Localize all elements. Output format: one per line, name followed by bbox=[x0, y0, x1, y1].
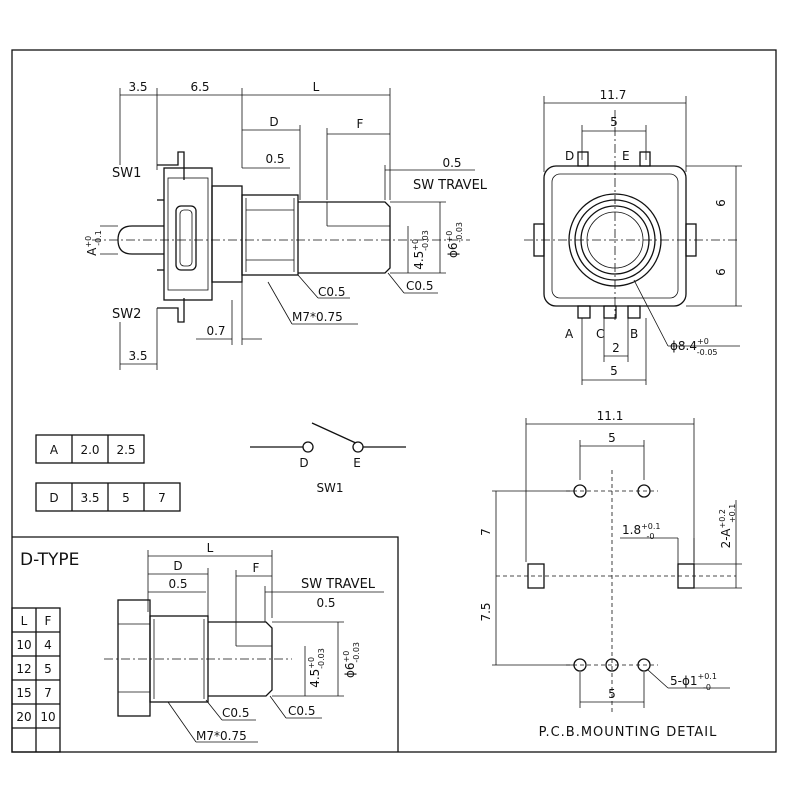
switch-body bbox=[163, 167, 213, 301]
switch-label: SW1 bbox=[316, 481, 343, 495]
dtype-frame bbox=[12, 536, 399, 752]
pcb-caption: P.C.B.MOUNTING DETAIL bbox=[539, 725, 718, 740]
sw-travel-label: SW TRAVEL bbox=[413, 178, 488, 193]
dtype-dim-D: D bbox=[173, 559, 182, 573]
dim-0-5-a: 0.5 bbox=[265, 152, 284, 166]
table-a-cell-2: 2.5 bbox=[116, 443, 135, 457]
pin-D-rect bbox=[577, 151, 589, 167]
drawing-border bbox=[11, 49, 777, 753]
dtype-section: D-TYPE L F 10 4 12 5 15 7 20 10 L D F 0.… bbox=[11, 541, 384, 753]
pin-A: A bbox=[565, 327, 574, 341]
lf-row-2-F: 7 bbox=[44, 686, 52, 700]
dim-3-5-bot: 3.5 bbox=[128, 349, 147, 363]
dtype-m7: M7*0.75 bbox=[196, 729, 247, 743]
dtype-dim-dia-6: ɸ6+0-0.03 bbox=[342, 642, 361, 678]
switch-pin-D: D bbox=[299, 456, 308, 470]
dim-L: L bbox=[313, 80, 320, 94]
pcb-dim-7-5: 7.5 bbox=[479, 602, 493, 621]
pcb-holes: 5-ɸ1+0.1-0 bbox=[670, 672, 717, 692]
lf-row-3-L: 20 bbox=[16, 710, 31, 724]
pin-B-rect bbox=[627, 305, 641, 319]
c05-a: C0.5 bbox=[318, 285, 345, 299]
dtype-dim-0-5-a: 0.5 bbox=[168, 577, 187, 591]
sw2-label: SW2 bbox=[112, 307, 141, 322]
c05-b: C0.5 bbox=[406, 279, 433, 293]
sw1-label: SW1 bbox=[112, 166, 141, 181]
dtype-title: D-TYPE bbox=[20, 550, 79, 570]
side-view: 3.5 6.5 L D F 0.5 0.5 SW TRAVEL SW1 SW2 bbox=[84, 80, 488, 370]
table-a-cell-1: 2.0 bbox=[80, 443, 99, 457]
pcb-dim-5-bot: 5 bbox=[608, 687, 616, 701]
table-d-cell-3: 7 bbox=[158, 491, 166, 505]
pcb-detail: 11.1 5 7 7.5 1.8+0.1-0 2- bbox=[479, 409, 742, 740]
dtype-dim-4-5: 4.5+0-0.03 bbox=[307, 648, 326, 688]
sw2-terminal bbox=[157, 298, 185, 323]
lf-row-0-F: 4 bbox=[44, 638, 52, 652]
dim-3-5-top: 3.5 bbox=[128, 80, 147, 94]
pin-C: C bbox=[596, 327, 604, 341]
dim-11-7: 11.7 bbox=[600, 88, 627, 102]
body-slot bbox=[175, 205, 197, 271]
dim-2: 2 bbox=[612, 341, 620, 355]
pin-E-rect bbox=[639, 151, 651, 167]
dim-0-5-b: 0.5 bbox=[442, 156, 461, 170]
pin-A-rect bbox=[577, 305, 591, 319]
a-tol: A+0-0.1 bbox=[84, 230, 103, 256]
dtype-dim-0-5-b: 0.5 bbox=[316, 596, 335, 610]
dim-4-5: 4.5+0-0.03 bbox=[411, 230, 430, 270]
lf-row-0-L: 10 bbox=[16, 638, 31, 652]
lf-row-2-L: 15 bbox=[16, 686, 31, 700]
table-d-cell-2: 5 bbox=[122, 491, 130, 505]
switch-symbol: D E SW1 bbox=[250, 422, 406, 495]
switch-pin-E: E bbox=[353, 456, 361, 470]
dtype-c05-b: C0.5 bbox=[288, 704, 315, 718]
table-d-cell-1: 3.5 bbox=[80, 491, 99, 505]
pcb-dim-7: 7 bbox=[479, 528, 493, 536]
lf-row-1-F: 5 bbox=[44, 662, 52, 676]
lf-header-F: F bbox=[45, 614, 52, 628]
dim-dia-6: ɸ6+0-0.03 bbox=[445, 222, 464, 258]
table-a-cell-0: A bbox=[50, 443, 59, 457]
pcb-dim-11-1: 11.1 bbox=[597, 409, 624, 423]
left-pin bbox=[117, 225, 164, 255]
dtype-sw-travel: SW TRAVEL bbox=[301, 577, 376, 592]
dim-6-5: 6.5 bbox=[190, 80, 209, 94]
sw1-terminal bbox=[157, 151, 185, 180]
table-a: A 2.0 2.5 bbox=[35, 434, 145, 464]
pin-C-rect bbox=[603, 305, 617, 319]
dim-0-7: 0.7 bbox=[206, 324, 225, 338]
dtype-flange bbox=[117, 599, 151, 717]
pin-E: E bbox=[622, 149, 630, 163]
pin-B: B bbox=[630, 327, 638, 341]
pcb-dim-5-top: 5 bbox=[608, 431, 616, 445]
pin-D: D bbox=[565, 149, 574, 163]
dia-8-4: ɸ8.4+0-0.05 bbox=[670, 337, 718, 357]
dim-D: D bbox=[269, 115, 278, 129]
dtype-shaft bbox=[208, 621, 273, 697]
lf-row-1-L: 12 bbox=[16, 662, 31, 676]
dim-6-b: 6 bbox=[714, 268, 728, 276]
lf-row-3-F: 10 bbox=[40, 710, 55, 724]
table-d: D 3.5 5 7 bbox=[35, 482, 181, 512]
threaded-bushing bbox=[241, 194, 299, 276]
dtype-dim-F: F bbox=[253, 561, 260, 575]
pcb-dim-2A: 2-A+0.2+0.1 bbox=[718, 504, 737, 549]
dim-6-a: 6 bbox=[714, 199, 728, 207]
front-view: 11.7 5 D E 6 6 A C B bbox=[524, 88, 742, 385]
m7-label: M7*0.75 bbox=[292, 310, 343, 324]
dim-5-top: 5 bbox=[610, 115, 618, 129]
table-d-cell-0: D bbox=[49, 491, 58, 505]
shaft bbox=[298, 201, 391, 274]
dtype-dim-L: L bbox=[207, 541, 214, 555]
dtype-c05-a: C0.5 bbox=[222, 706, 249, 720]
dim-5-bot: 5 bbox=[610, 364, 618, 378]
flange bbox=[211, 185, 243, 283]
lf-header-L: L bbox=[21, 614, 28, 628]
dim-F: F bbox=[357, 117, 364, 131]
pcb-dim-1-8: 1.8+0.1-0 bbox=[622, 522, 661, 541]
